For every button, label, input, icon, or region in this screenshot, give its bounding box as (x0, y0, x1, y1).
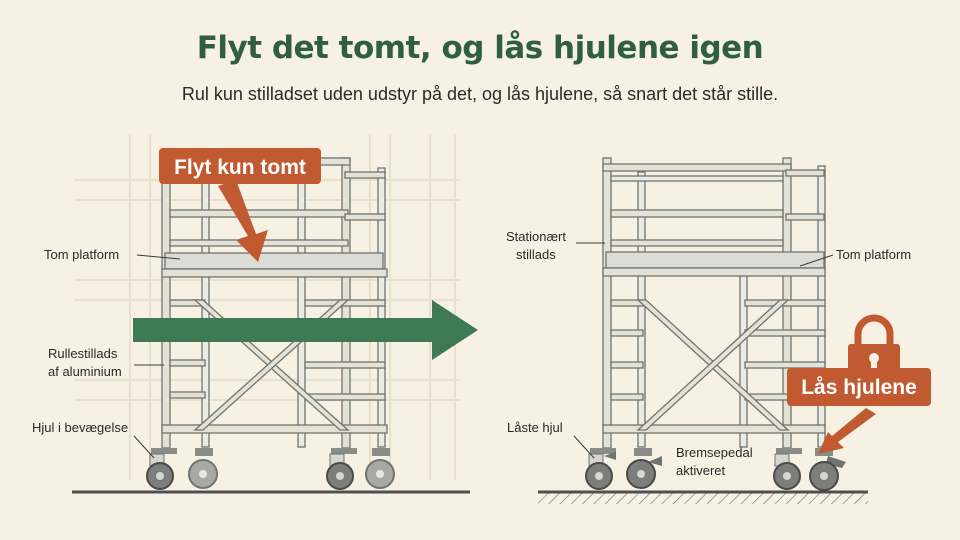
locked-caster-wheel (626, 448, 662, 489)
label-locked-wheels: Låste hjul (507, 420, 563, 435)
left-callout-text: Flyt kun tomt (174, 156, 306, 179)
right-empty-platform (605, 251, 825, 269)
right-scaffold (602, 157, 826, 449)
caster-wheel (365, 448, 395, 489)
label-scaffold-line2: af aluminium (48, 364, 122, 379)
label-left-platform: Tom platform (44, 247, 119, 262)
right-callout-text: Lås hjulene (801, 376, 917, 399)
label-brake-pedal-line2: aktiveret (676, 463, 726, 478)
move-arrow-icon (133, 300, 478, 360)
caster-wheel (146, 448, 177, 490)
right-casters (585, 448, 846, 491)
label-moving-wheels: Hjul i bevægelse (32, 420, 128, 435)
right-panel: Lås hjulene Stationært stillads Tom plat… (506, 157, 931, 504)
label-stationary-line2: stillads (516, 247, 556, 262)
down-arrow-icon (218, 180, 268, 262)
brake-arrow-icon (818, 408, 876, 454)
caster-wheel (188, 448, 218, 489)
brake-pedal-caster (809, 448, 846, 491)
page-subtitle: Rul kun stilladset uden udstyr på det, o… (181, 84, 779, 104)
left-panel: Flyt kun tomt Tom platform Rullestillads… (32, 135, 478, 494)
left-empty-platform (164, 252, 384, 270)
left-scaffold (161, 157, 388, 449)
label-scaffold-line1: Rullestillads (48, 346, 118, 361)
locked-caster-wheel (585, 448, 616, 490)
caster-wheel (326, 448, 357, 490)
label-stationary-line1: Stationært (506, 229, 566, 244)
right-callout: Lås hjulene (787, 368, 931, 406)
label-brake-pedal-line1: Bremsepedal (676, 445, 753, 460)
right-ground-hatch (538, 492, 868, 504)
left-callout: Flyt kun tomt (159, 148, 321, 184)
left-casters (146, 448, 395, 490)
page-title: Flyt det tomt, og lås hjulene igen (196, 30, 764, 66)
label-right-platform: Tom platform (836, 247, 911, 262)
locked-caster-wheel (773, 448, 802, 490)
